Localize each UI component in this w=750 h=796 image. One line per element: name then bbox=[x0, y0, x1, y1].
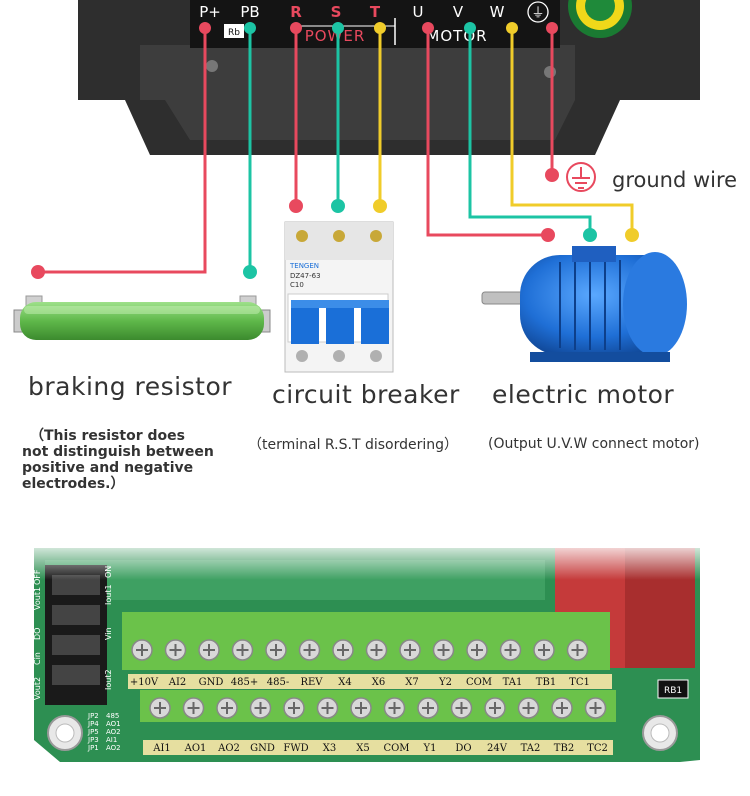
jp-label: JP1 bbox=[87, 744, 99, 752]
terminal-label: Y1 bbox=[423, 743, 437, 754]
terminal-row-bottom: AI1 AO1 AO2 GND FWD X3 X5 COM Y1 DO 24V TA2 TB2 TC2 bbox=[152, 743, 608, 754]
terminal-label: TA1 bbox=[503, 677, 523, 688]
jumper-label: DO bbox=[33, 628, 42, 640]
wire-v bbox=[468, 28, 592, 233]
inverter-housing bbox=[78, 0, 700, 155]
terminal-row-top: +10V AI2 GND 485+ 485- REV X4 X6 X7 Y2 COM TA1 TB1 TC… bbox=[130, 677, 590, 688]
terminal-label: TA2 bbox=[521, 743, 541, 754]
terminal-label: AI2 bbox=[168, 677, 187, 688]
braking-note-line: （This resistor does bbox=[30, 428, 185, 444]
jumper-label: Cin bbox=[33, 652, 42, 665]
terminal-label-p-plus: P+ bbox=[199, 3, 221, 21]
terminal-screws-top bbox=[131, 639, 589, 661]
terminal-label: X3 bbox=[323, 743, 336, 754]
terminal-label: TC1 bbox=[569, 677, 590, 688]
ground-icon: ⏚ bbox=[531, 6, 544, 21]
braking-note-line: not distinguish between bbox=[22, 444, 214, 460]
terminal-label: Y2 bbox=[438, 677, 452, 688]
motor-label: MOTOR bbox=[426, 27, 487, 45]
ground-wire-icon bbox=[566, 162, 596, 192]
terminal-label: 485+ bbox=[231, 677, 258, 688]
terminal-label-w: W bbox=[490, 3, 505, 21]
terminal-label: X7 bbox=[405, 677, 418, 688]
terminal-label: X6 bbox=[372, 677, 385, 688]
braking-resistor-image bbox=[13, 295, 271, 340]
jumper-label: Iout2 bbox=[104, 669, 113, 690]
jp-value: AO1 bbox=[106, 720, 121, 728]
jp-value: 485 bbox=[106, 712, 119, 720]
terminal-label-pb: PB bbox=[240, 3, 259, 21]
electric-motor-label: electric motor bbox=[492, 380, 675, 409]
terminal-label: FWD bbox=[283, 743, 308, 754]
terminal-label-s: S bbox=[331, 3, 342, 21]
board-fade bbox=[0, 545, 750, 615]
breaker-brand: TENGEN bbox=[289, 262, 319, 270]
circuit-breaker-label: circuit breaker bbox=[272, 380, 460, 409]
wire-p-plus bbox=[38, 28, 207, 274]
terminal-label: GND bbox=[199, 677, 224, 688]
braking-note-line: electrodes.） bbox=[22, 476, 125, 492]
jp-label: JP2 bbox=[87, 712, 99, 720]
braking-note-line: positive and negative bbox=[22, 460, 194, 476]
terminal-label: TB1 bbox=[536, 677, 556, 688]
terminal-label: TC2 bbox=[587, 743, 608, 754]
jumper-label: Vin bbox=[104, 627, 113, 640]
circuit-breaker-image: TENGEN DZ47-63 C10 bbox=[284, 221, 394, 373]
jp-value: AI1 bbox=[106, 736, 117, 744]
wires bbox=[38, 28, 634, 274]
terminal-label: 485- bbox=[267, 677, 289, 688]
terminal-label: GND bbox=[250, 743, 275, 754]
terminal-label-r: R bbox=[290, 3, 302, 21]
jp-value: AO2 bbox=[106, 744, 121, 752]
jp-label: JP4 bbox=[87, 720, 99, 728]
jp-label: JP5 bbox=[87, 728, 99, 736]
terminal-label: AO2 bbox=[217, 743, 240, 754]
terminal-label: COM bbox=[383, 743, 409, 754]
terminal-label: REV bbox=[300, 677, 323, 688]
terminal-label-t: T bbox=[370, 3, 381, 21]
jp-value: AO2 bbox=[106, 728, 121, 736]
rb1-label: RB1 bbox=[664, 686, 682, 696]
terminal-label-u: U bbox=[413, 3, 424, 21]
wire-w bbox=[510, 28, 634, 233]
jp-label: JP3 bbox=[87, 736, 99, 744]
braking-resistor-label: braking resistor bbox=[28, 372, 233, 401]
terminal-label-v: V bbox=[453, 3, 464, 21]
terminal-label: X4 bbox=[338, 677, 351, 688]
terminal-label: +10V bbox=[130, 677, 159, 688]
wire-dots bbox=[31, 22, 639, 279]
circuit-breaker-note: （terminal R.S.T disordering） bbox=[248, 437, 458, 453]
electric-motor-note: (Output U.V.W connect motor) bbox=[488, 436, 700, 452]
terminal-label: AO1 bbox=[184, 743, 207, 754]
breaker-rating: C10 bbox=[290, 281, 304, 289]
breaker-model: DZ47-63 bbox=[290, 272, 321, 280]
terminal-screws-bottom bbox=[149, 697, 607, 719]
terminal-label: X5 bbox=[356, 743, 369, 754]
jumper-label: Vout2 bbox=[33, 677, 42, 700]
terminal-label: DO bbox=[455, 743, 471, 754]
rb-tag: Rb bbox=[228, 28, 240, 38]
braking-resistor-note: （This resistor does not distinguish betw… bbox=[22, 428, 214, 492]
power-label: POWER bbox=[305, 27, 366, 45]
electric-motor-image bbox=[481, 246, 687, 362]
terminal-label: AI1 bbox=[152, 743, 171, 754]
ground-wire-label: ground wire bbox=[612, 168, 738, 192]
terminal-label: 24V bbox=[487, 743, 508, 754]
terminal-label: TB2 bbox=[554, 743, 574, 754]
wire-u bbox=[426, 28, 548, 237]
terminal-label: COM bbox=[466, 677, 492, 688]
